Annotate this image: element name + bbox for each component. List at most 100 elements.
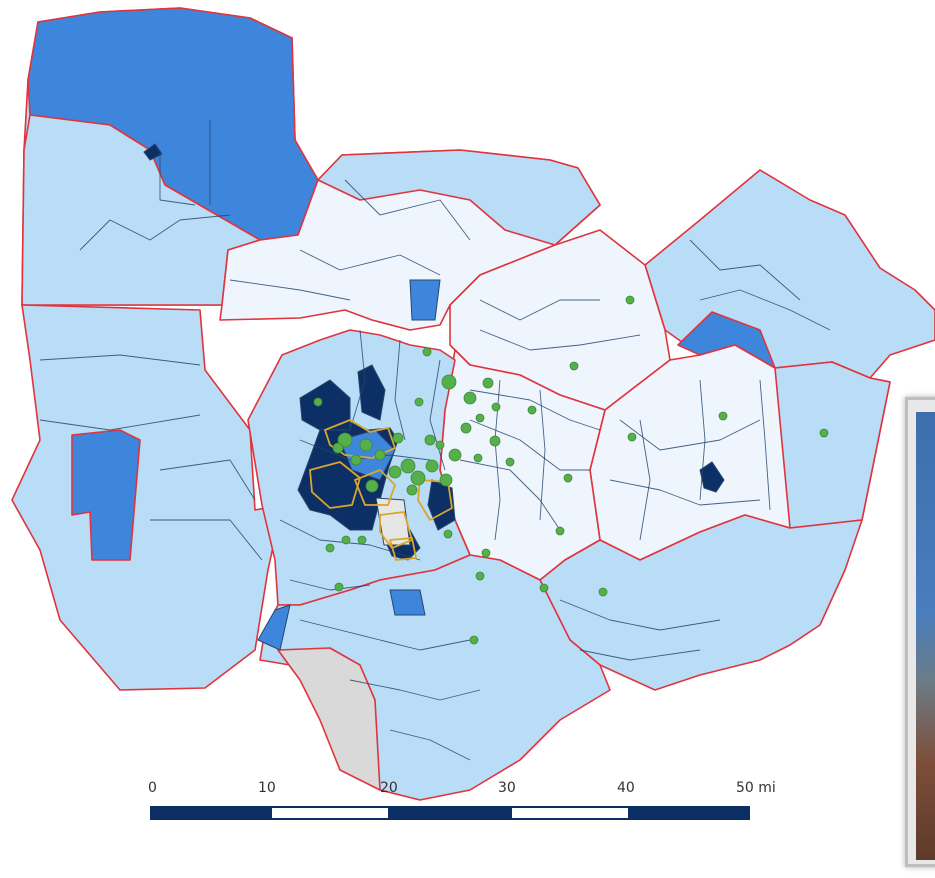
tract-boundary-1	[79, 214, 231, 251]
site-marker-34	[539, 583, 549, 593]
tract-boundary-layer	[39, 120, 831, 761]
site-marker-44	[469, 635, 479, 645]
region-south-nodata	[277, 647, 381, 791]
site-marker-37	[627, 432, 637, 442]
tract-boundary-15	[459, 459, 561, 531]
site-marker-16	[473, 453, 483, 463]
tract-dark-north-pocket	[143, 143, 163, 161]
site-marker-35	[555, 526, 565, 536]
tract-boundary-9	[299, 249, 441, 276]
site-marker-19	[410, 470, 426, 486]
scale-bar-segment-3	[390, 806, 510, 820]
tract-boundary-29	[394, 339, 406, 441]
site-marker-39	[819, 428, 829, 438]
site-marker-42	[357, 535, 367, 545]
region-east-upper-band	[774, 361, 891, 529]
site-marker-33	[475, 571, 485, 581]
tract-medium-left-edge	[257, 604, 291, 651]
tract-boundary-34	[699, 379, 706, 501]
tract-boundary-27	[579, 649, 701, 661]
tract-boundary-35	[759, 379, 771, 511]
scale-label-40: 40	[617, 780, 635, 796]
site-marker-13	[489, 435, 501, 447]
tract-medium-south	[389, 589, 426, 616]
tract-boundary-12	[479, 329, 641, 351]
tract-boundary-19	[699, 289, 831, 331]
site-marker-28	[365, 479, 379, 493]
region-southeast	[539, 514, 863, 691]
site-marker-27	[350, 454, 362, 466]
tract-light-gray-center	[375, 497, 411, 546]
tract-boundary-25	[389, 729, 471, 761]
tract-boundary-26	[559, 599, 721, 631]
site-marker-46	[424, 434, 436, 446]
region-north-strip	[317, 149, 601, 246]
tract-boundary-18	[689, 239, 801, 301]
site-marker-24	[359, 438, 373, 452]
scale-label-30: 30	[498, 780, 516, 796]
scale-label-10: 10	[258, 780, 276, 796]
site-marker-layer	[313, 295, 829, 645]
tract-boundary-8	[344, 179, 471, 241]
region-west-pocket	[71, 429, 141, 561]
site-marker-36	[598, 587, 608, 597]
tract-boundary-28	[349, 329, 366, 431]
scale-label-20: 20	[380, 780, 398, 796]
tract-boundary-4	[39, 354, 201, 366]
tract-boundary-23	[299, 619, 471, 651]
highlight-area-5	[379, 511, 413, 549]
inset-photo-frame	[905, 397, 935, 867]
scale-bar-segment-2	[270, 806, 390, 820]
site-marker-29	[505, 457, 515, 467]
site-marker-25	[337, 432, 353, 448]
site-marker-26	[332, 442, 344, 454]
tract-boundary-6	[159, 459, 256, 501]
tract-boundary-24	[349, 679, 481, 701]
site-marker-41	[341, 535, 351, 545]
site-marker-14	[435, 440, 445, 450]
site-marker-1	[625, 295, 635, 305]
site-marker-9	[491, 402, 501, 412]
site-marker-8	[463, 391, 477, 405]
site-marker-17	[425, 459, 439, 473]
scale-label-50: 50 mi	[736, 780, 776, 796]
site-marker-2	[569, 361, 579, 371]
tract-boundary-2	[159, 150, 196, 206]
site-marker-4	[414, 397, 424, 407]
site-marker-5	[313, 397, 323, 407]
scale-bar-segment-4	[510, 806, 630, 820]
site-marker-3	[422, 347, 432, 357]
site-marker-30	[563, 473, 573, 483]
tract-boundary-32	[539, 389, 546, 521]
site-marker-20	[439, 473, 453, 487]
site-marker-10	[527, 405, 537, 415]
site-marker-38	[718, 411, 728, 421]
site-marker-40	[325, 543, 335, 553]
site-marker-6	[441, 374, 457, 390]
site-marker-22	[388, 465, 402, 479]
tract-dark-pocket	[699, 461, 725, 493]
tract-boundary-22	[289, 579, 371, 591]
site-marker-23	[374, 449, 386, 461]
tract-boundary-33	[639, 419, 651, 541]
tract-boundary-11	[479, 299, 600, 321]
highlight-area-3	[354, 469, 396, 506]
region-layer	[11, 7, 935, 801]
scale-bar-segment-5	[630, 806, 750, 820]
region-west	[11, 304, 283, 691]
site-marker-21	[406, 484, 418, 496]
site-marker-45	[392, 432, 404, 444]
tract-boundary-17	[609, 479, 761, 506]
highlight-area-6	[389, 537, 417, 561]
site-marker-32	[481, 548, 491, 558]
inset-photo	[916, 412, 935, 860]
site-marker-11	[475, 413, 485, 423]
tract-boundary-14	[469, 419, 590, 471]
tract-boundary-30	[429, 359, 446, 471]
site-marker-7	[482, 377, 494, 389]
tract-boundary-7	[150, 519, 263, 561]
tract-boundary-10	[229, 279, 351, 301]
highlight-area-2	[309, 461, 361, 509]
